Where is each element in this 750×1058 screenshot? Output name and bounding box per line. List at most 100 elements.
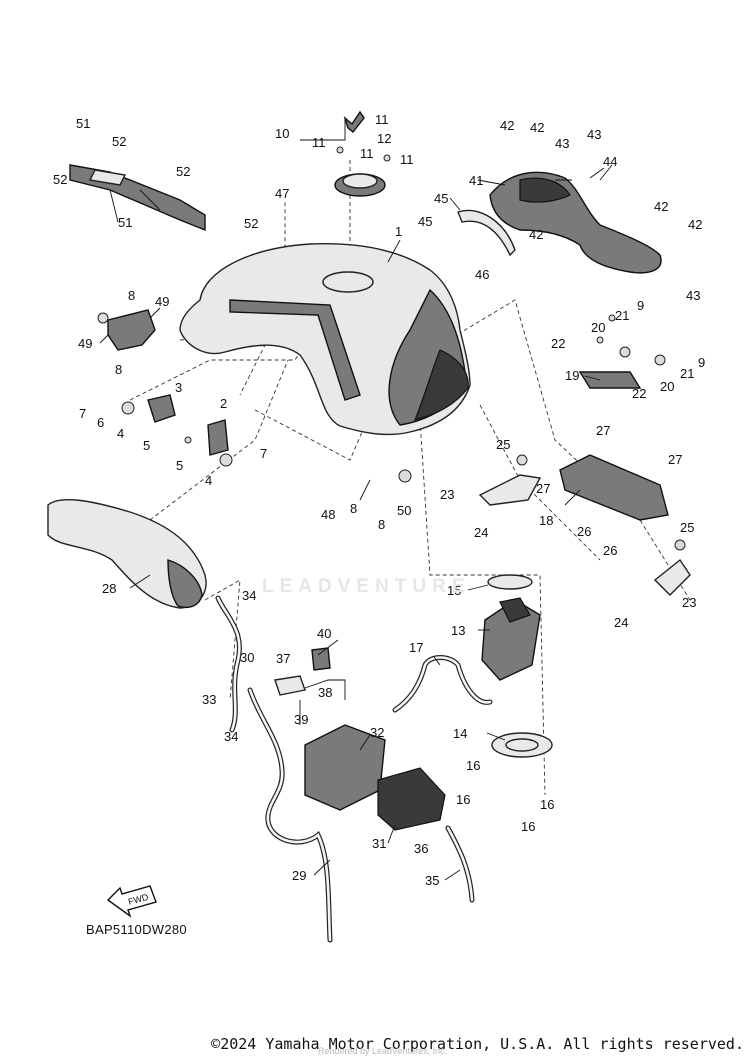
callout: 12 xyxy=(377,131,391,146)
fasteners xyxy=(97,146,686,551)
fuel-filler-opening xyxy=(322,271,374,293)
rear-bracket xyxy=(489,171,662,274)
leader-lines xyxy=(99,118,613,881)
callout: 34 xyxy=(224,729,238,744)
callout: 7 xyxy=(79,406,86,421)
callouts: 1 2 3 4 4 5 5 6 7 7 8 8 8 8 9 9 10 11 11… xyxy=(53,112,705,888)
callout: 52 xyxy=(244,216,258,231)
callout: 42 xyxy=(654,199,668,214)
callout: 49 xyxy=(78,336,92,351)
callout: 24 xyxy=(474,525,488,540)
callout: 42 xyxy=(500,118,514,133)
callout: 27 xyxy=(668,452,682,467)
callout: 4 xyxy=(117,426,124,441)
callout: 18 xyxy=(539,513,553,528)
callout: 25 xyxy=(496,437,510,452)
callout: 1 xyxy=(395,224,402,239)
callout: 51 xyxy=(76,116,90,131)
callout: 42 xyxy=(688,217,702,232)
callout: 36 xyxy=(414,841,428,856)
callout: 25 xyxy=(680,520,694,535)
callout: 43 xyxy=(587,127,601,142)
callout: 21 xyxy=(615,308,629,323)
fwd-arrow-icon: FWD xyxy=(106,885,157,918)
callout: 45 xyxy=(434,191,448,206)
stay-18 xyxy=(559,454,669,521)
callout: 11 xyxy=(312,135,326,150)
watermark: LEADVENTURE xyxy=(262,576,471,597)
o-ring xyxy=(487,574,533,590)
callout: 16 xyxy=(540,797,554,812)
callout: 29 xyxy=(292,868,306,883)
callout: 11 xyxy=(360,146,374,161)
callout: 23 xyxy=(682,595,696,610)
callout: 52 xyxy=(112,134,126,149)
callout: 2 xyxy=(220,396,227,411)
callout: 10 xyxy=(275,126,289,141)
callout: 9 xyxy=(698,355,705,370)
callout: 42 xyxy=(529,227,543,242)
left-bracket xyxy=(107,309,156,351)
callout: 38 xyxy=(318,685,332,700)
callout: 44 xyxy=(603,154,617,169)
callout: 26 xyxy=(577,524,591,539)
callout: 11 xyxy=(400,152,414,167)
filler-cap-top xyxy=(342,173,378,189)
stay-19 xyxy=(578,371,642,389)
callout: 22 xyxy=(632,386,646,401)
diagram-code: BAP5110DW280 xyxy=(86,922,187,937)
callout: 27 xyxy=(536,481,550,496)
top-left-bracket-highlight xyxy=(88,169,127,186)
callout: 47 xyxy=(275,186,289,201)
fuel-pump-top xyxy=(499,597,531,623)
callout: 11 xyxy=(375,112,389,127)
callout: 37 xyxy=(276,651,290,666)
callout: 9 xyxy=(637,298,644,313)
callout: 42 xyxy=(530,120,544,135)
callout: 48 xyxy=(321,507,335,522)
tank-inner-rail xyxy=(229,299,361,401)
callout: 8 xyxy=(378,517,385,532)
callout: 22 xyxy=(551,336,565,351)
callout: 24 xyxy=(614,615,628,630)
callout: 35 xyxy=(425,873,439,888)
callout: 15 xyxy=(447,583,461,598)
callout: 6 xyxy=(97,415,104,430)
fuel-tank-shadow xyxy=(414,349,469,421)
callout: 52 xyxy=(176,164,190,179)
callout: 8 xyxy=(115,362,122,377)
callout: 16 xyxy=(521,819,535,834)
callout: 51 xyxy=(118,215,132,230)
callout: 49 xyxy=(155,294,169,309)
callout: 43 xyxy=(555,136,569,151)
render-credit: Rendered by LeadVentures, Inc. xyxy=(318,1046,448,1056)
callout: 46 xyxy=(475,267,489,282)
canister xyxy=(377,767,446,831)
callout: 45 xyxy=(418,214,432,229)
callout: 16 xyxy=(466,758,480,773)
callout: 39 xyxy=(294,712,308,727)
filler-cap-key xyxy=(343,110,365,133)
callout: 8 xyxy=(128,288,135,303)
rear-bracket-shadow xyxy=(519,177,571,203)
bracket-3 xyxy=(147,394,176,423)
callout: 20 xyxy=(660,379,674,394)
pump-plate-hole xyxy=(505,738,539,752)
callout: 3 xyxy=(175,380,182,395)
hoses xyxy=(215,595,493,943)
callout: 8 xyxy=(350,501,357,516)
curved-rail xyxy=(457,209,516,257)
callout: 20 xyxy=(591,320,605,335)
bracket-2 xyxy=(207,419,229,456)
callout: 21 xyxy=(680,366,694,381)
callout: 19 xyxy=(565,368,579,383)
callout: 27 xyxy=(596,423,610,438)
callout: 17 xyxy=(409,640,423,655)
callout: 4 xyxy=(205,473,212,488)
callout: 16 xyxy=(456,792,470,807)
callout: 23 xyxy=(440,487,454,502)
valve-40 xyxy=(311,647,331,671)
bracket-23-upper xyxy=(478,474,542,506)
callout: 5 xyxy=(143,438,150,453)
